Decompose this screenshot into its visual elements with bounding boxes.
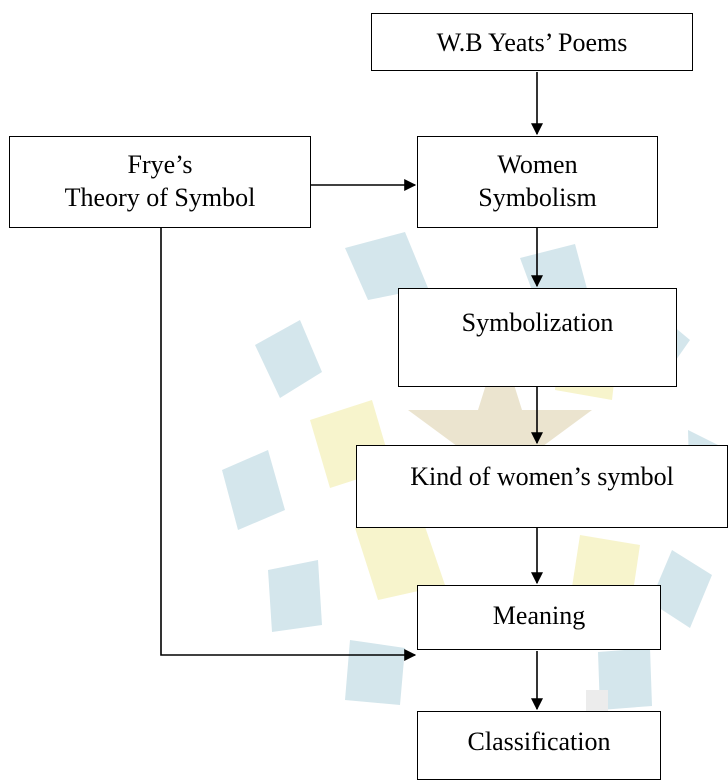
edge-frye-to-meaning — [160, 228, 417, 661]
node-symbolization: Symbolization — [398, 288, 677, 387]
node-frye-theory-line1: Frye’s — [127, 150, 193, 179]
node-meaning: Meaning — [417, 585, 661, 650]
node-women-symbolism-line2: Symbolism — [478, 182, 597, 212]
watermark-star — [408, 340, 592, 522]
node-women-symbolism: Women Symbolism — [417, 136, 658, 228]
node-frye-theory: Frye’s Theory of Symbol — [9, 136, 311, 228]
node-frye-theory-line2: Theory of Symbol — [64, 182, 256, 212]
node-kind-of-symbol: Kind of women’s symbol — [356, 445, 728, 528]
node-kind-of-symbol-label: Kind of women’s symbol — [410, 462, 674, 491]
node-classification-label: Classification — [467, 727, 611, 756]
node-yeats-poems: W.B Yeats’ Poems — [371, 13, 693, 71]
node-meaning-label: Meaning — [492, 601, 586, 630]
node-symbolization-label: Symbolization — [461, 308, 614, 337]
node-women-symbolism-line1: Women — [497, 150, 578, 179]
node-yeats-poems-label: W.B Yeats’ Poems — [436, 28, 628, 57]
node-classification: Classification — [417, 711, 661, 780]
